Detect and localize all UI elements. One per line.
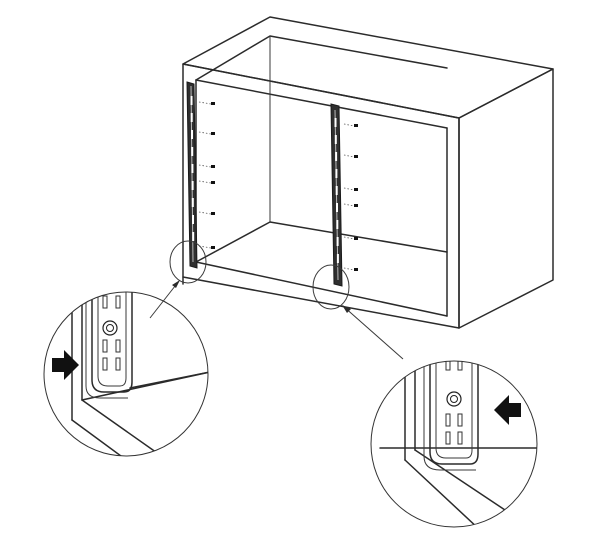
right-magnifier-circle bbox=[370, 360, 538, 528]
right-leader-line bbox=[342, 305, 404, 360]
cabinet-body bbox=[182, 16, 554, 329]
inner-bottom-front-edge bbox=[195, 261, 448, 317]
center-callout-marker bbox=[312, 264, 350, 310]
left-leader-line bbox=[149, 280, 180, 319]
cabinet-top-panel bbox=[182, 16, 554, 119]
center-rail-screws bbox=[343, 123, 358, 271]
arrow-right-icon bbox=[52, 350, 79, 380]
arrow-left-icon bbox=[494, 395, 521, 425]
cabinet-right-side bbox=[458, 68, 554, 329]
left-detail-view bbox=[71, 292, 208, 456]
inner-top-front bbox=[195, 79, 448, 129]
left-rail-screws bbox=[198, 101, 215, 249]
left-rail-slots bbox=[190, 96, 195, 241]
left-callout-marker bbox=[169, 240, 207, 284]
center-rail-slots bbox=[334, 118, 339, 263]
left-magnifier-circle bbox=[43, 291, 209, 457]
center-shelf-rail bbox=[330, 103, 358, 287]
inner-bottom-back-edge bbox=[195, 221, 448, 263]
right-detail-view bbox=[379, 361, 537, 527]
left-shelf-rail bbox=[186, 81, 215, 269]
